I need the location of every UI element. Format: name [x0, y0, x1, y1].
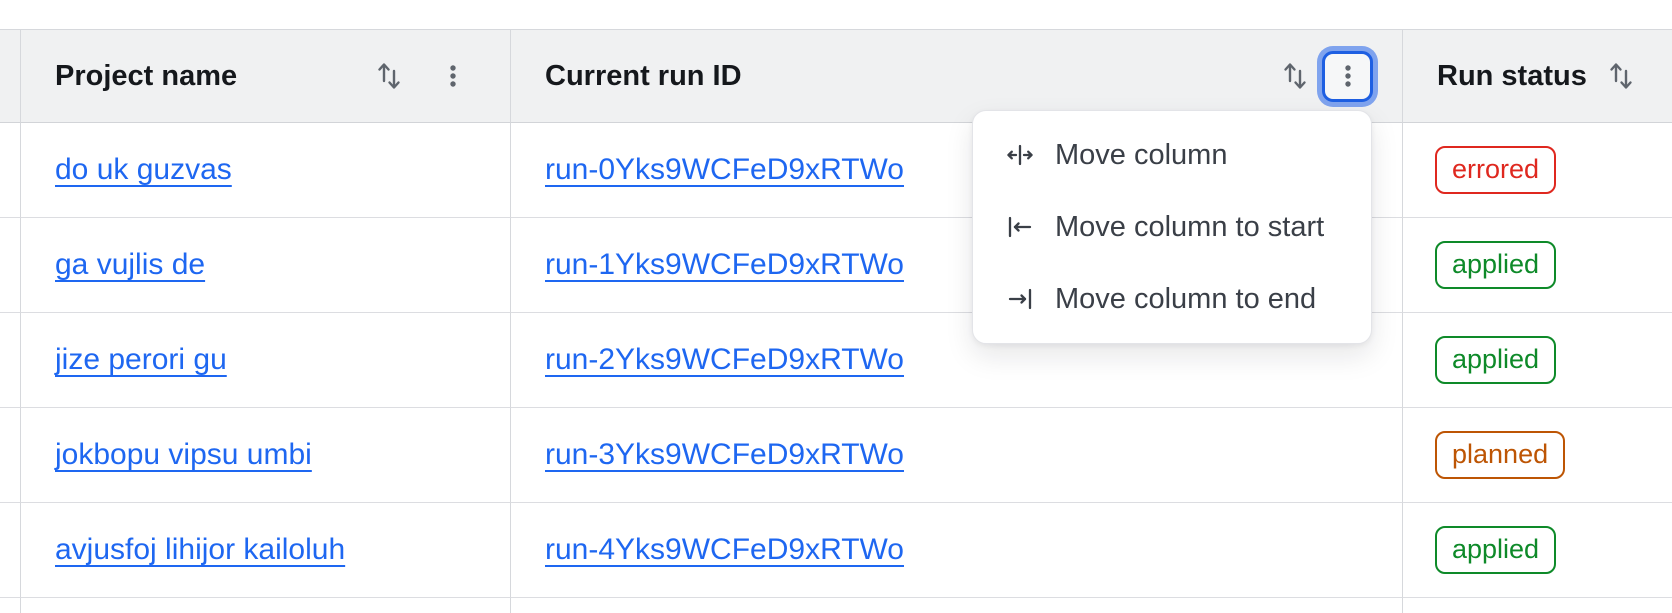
kebab-menu-icon[interactable] — [436, 59, 470, 93]
sort-icon[interactable] — [1604, 59, 1638, 93]
table-row: avjusfoj lihijor kailoluh run-4Yks9WCFeD… — [0, 503, 1672, 598]
table-row-partial — [0, 598, 1672, 613]
header-cell-cut — [0, 30, 21, 123]
column-header-current-run-id: Current run ID — [545, 59, 742, 92]
menu-item-move-column[interactable]: Move column — [973, 119, 1371, 191]
cell — [511, 598, 1403, 613]
cell — [1403, 598, 1672, 613]
cell-cut — [0, 598, 21, 613]
cell-cut — [0, 408, 21, 503]
sort-icon[interactable] — [1278, 59, 1312, 93]
column-options-menu: Move column Move column to start Move co… — [972, 110, 1372, 344]
table-row: ga vujlis de run-1Yks9WCFeD9xRTWo applie… — [0, 218, 1672, 313]
header-cell-project-name: Project name — [21, 30, 511, 123]
header-cell-run-status: Run status — [1403, 30, 1672, 123]
run-id-link[interactable]: run-1Yks9WCFeD9xRTWo — [545, 248, 904, 281]
status-badge: errored — [1435, 146, 1557, 194]
header-cell-current-run-id: Current run ID — [511, 30, 1403, 123]
cell-cut — [0, 123, 21, 218]
table-header-row: Project name Current run ID — [0, 30, 1672, 123]
table-row: jokbopu vipsu umbi run-3Yks9WCFeD9xRTWo … — [0, 408, 1672, 503]
status-badge: planned — [1435, 431, 1566, 479]
run-id-link[interactable]: run-3Yks9WCFeD9xRTWo — [545, 438, 904, 471]
status-badge: applied — [1435, 336, 1557, 384]
project-name-link[interactable]: avjusfoj lihijor kailoluh — [55, 533, 346, 566]
menu-item-label: Move column to end — [1055, 282, 1317, 315]
cell-cut — [0, 503, 21, 598]
project-name-link[interactable]: jokbopu vipsu umbi — [55, 438, 312, 471]
status-badge: applied — [1435, 241, 1557, 289]
cell-cut — [0, 313, 21, 408]
menu-item-move-column-to-start[interactable]: Move column to start — [973, 191, 1371, 263]
column-header-project-name: Project name — [55, 59, 238, 92]
table-row: jize perori gu run-2Yks9WCFeD9xRTWo appl… — [0, 313, 1672, 408]
column-header-run-status: Run status — [1437, 59, 1587, 92]
project-name-link[interactable]: jize perori gu — [55, 343, 227, 376]
status-badge: applied — [1435, 526, 1557, 574]
menu-item-label: Move column to start — [1055, 210, 1325, 243]
kebab-menu-icon[interactable] — [1668, 59, 1672, 93]
project-name-link[interactable]: do uk guzvas — [55, 153, 232, 186]
move-column-icon — [1005, 140, 1035, 170]
run-id-link[interactable]: run-2Yks9WCFeD9xRTWo — [545, 343, 904, 376]
cell — [21, 598, 511, 613]
runs-table: Project name Current run ID — [0, 29, 1672, 613]
move-column-end-icon — [1005, 284, 1035, 314]
menu-item-move-column-to-end[interactable]: Move column to end — [973, 263, 1371, 335]
menu-item-label: Move column — [1055, 138, 1228, 171]
run-id-link[interactable]: run-4Yks9WCFeD9xRTWo — [545, 533, 904, 566]
table-row: do uk guzvas run-0Yks9WCFeD9xRTWo errore… — [0, 123, 1672, 218]
move-column-start-icon — [1005, 212, 1035, 242]
kebab-menu-button-focused[interactable] — [1322, 50, 1373, 102]
project-name-link[interactable]: ga vujlis de — [55, 248, 206, 281]
sort-icon[interactable] — [372, 59, 406, 93]
cell-cut — [0, 218, 21, 313]
run-id-link[interactable]: run-0Yks9WCFeD9xRTWo — [545, 153, 904, 186]
